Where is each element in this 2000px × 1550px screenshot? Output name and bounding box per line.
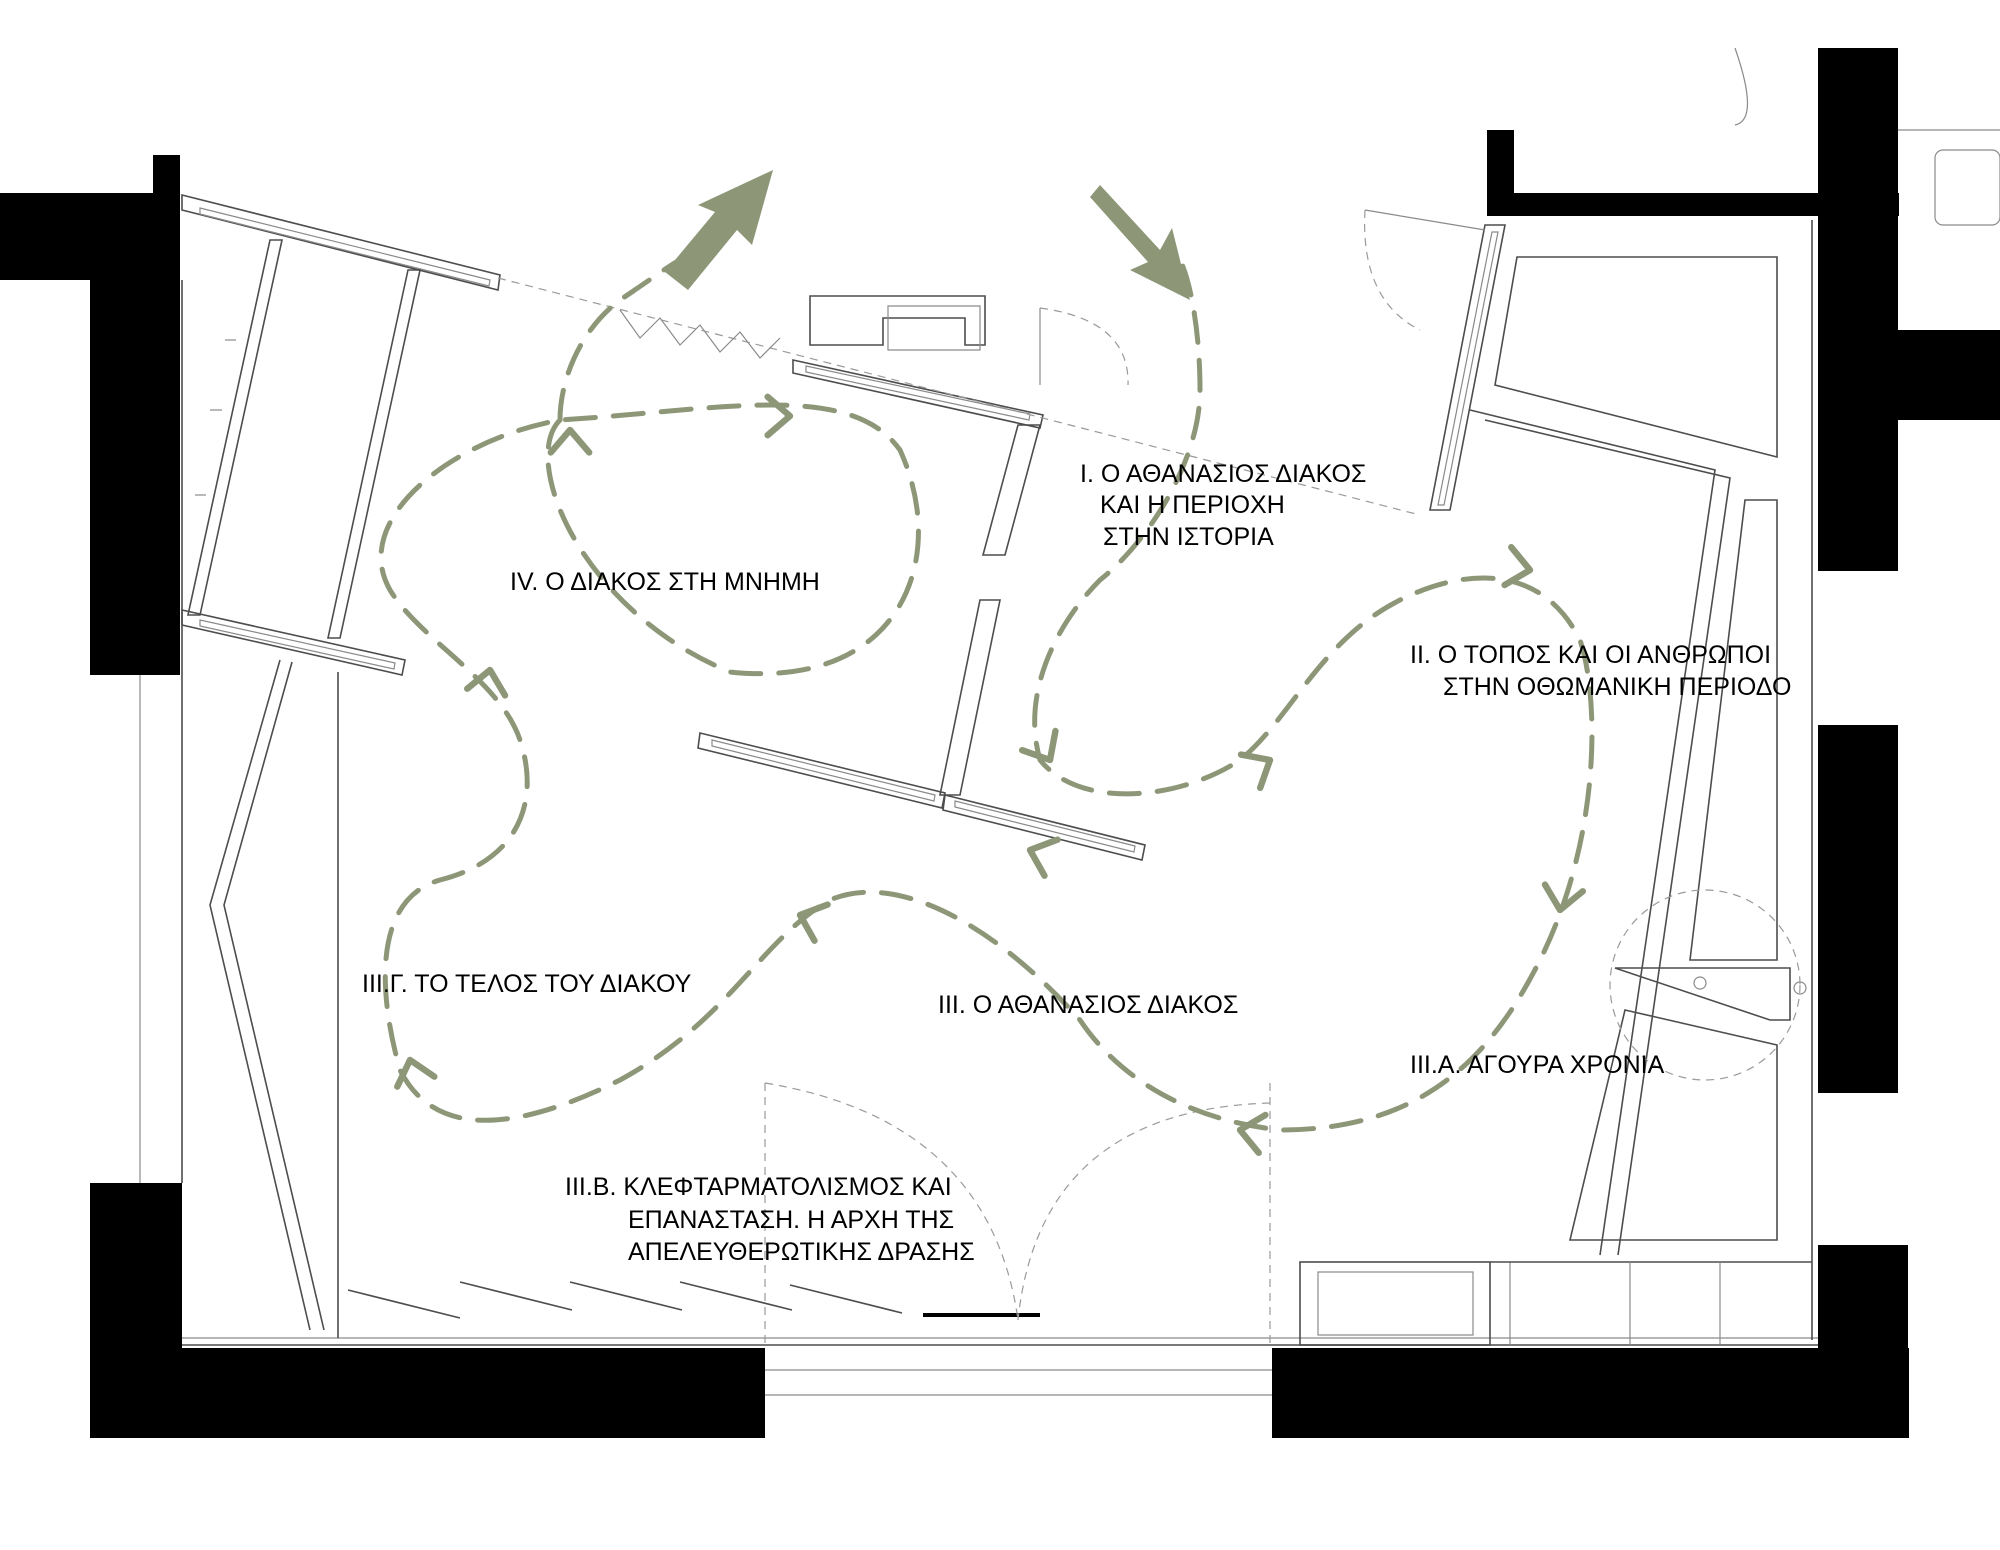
wall-right-middle (1818, 725, 1898, 1093)
door-swing-left (764, 1082, 1019, 1321)
wall-right-upper-step (1898, 330, 2000, 420)
label-section-4: ΙV. Ο ΔΙΑΚΟΣ ΣΤΗ ΜΝΗΜΗ (510, 568, 820, 596)
route-exit-branch (557, 257, 683, 423)
display-case-center-upper (792, 359, 1044, 429)
wall-right-upper (1818, 48, 1898, 571)
display-case-center-lower (697, 732, 946, 809)
direction-chevron-icon (394, 1056, 438, 1090)
direction-chevron-icon (1541, 881, 1586, 914)
cabinet-bottom-right (1299, 1261, 1491, 1346)
direction-chevron-icon (547, 426, 593, 456)
section-labels: Ι. Ο ΑΘΑΝΑΣΙΟΣ ΔΙΑΚΟΣ ΚΑΙ Η ΠΕΡΙΟΧΗ ΣΤΗΝ… (362, 460, 1791, 1266)
sawtooth-rail (619, 309, 781, 359)
bench-1 (347, 1289, 461, 1319)
wall-left-upper (90, 193, 180, 675)
entry-arrow-icon (1090, 185, 1190, 300)
label-section-3c: ΙΙΙ.Γ. ΤΟ ΤΕΛΟΣ ΤΟΥ ΔΙΑΚΟΥ (362, 970, 692, 998)
wall-bottom-right-strip (1272, 1348, 1909, 1438)
wall-right-lower (1818, 1245, 1908, 1438)
label-section-3: ΙΙΙ. Ο ΑΘΑΝΑΣΙΟΣ ΔΙΑΚΟΣ (938, 991, 1238, 1019)
direction-chevron-icon (1026, 836, 1061, 879)
direction-chevron-icon (1237, 751, 1274, 792)
label-section-2: ΙΙ. Ο ΤΟΠΟΣ ΚΑΙ ΟΙ ΑΝΘΡΩΠΟΙ ΣΤΗΝ ΟΘΩΜΑΝΙ… (1410, 641, 1791, 701)
direction-chevron-icon (1236, 1111, 1269, 1156)
exit-arrow-icon (665, 170, 773, 290)
label-section-3a: ΙΙΙ.Α. ΑΓΟΥΡΑ ΧΡΟΝΙΑ (1410, 1051, 1665, 1079)
display-case-top-small (809, 295, 986, 346)
structural-walls (0, 48, 2000, 1438)
direction-chevrons (394, 393, 1586, 1156)
display-panel-left (187, 239, 283, 616)
left-angled-wall (209, 659, 311, 1331)
direction-chevron-icon (764, 393, 794, 439)
display-case-top-left (181, 193, 501, 291)
route-loop-upper-left (378, 257, 1595, 1133)
visitor-route (378, 257, 1595, 1133)
wall-top-right-beam (1487, 193, 1899, 216)
interior-lines (139, 47, 2000, 1396)
direction-chevron-icon (464, 666, 509, 699)
label-section-3b: ΙΙΙ.Β. ΚΛΕΦΤΑΡΜΑΤΟΛΙΣΜΟΣ ΚΑΙ ΕΠΑΝΑΣΤΑΣΗ.… (565, 1173, 975, 1266)
wall-bottom-left-strip (90, 1348, 765, 1438)
direction-chevron-icon (1501, 544, 1534, 589)
label-section-1: Ι. Ο ΑΘΑΝΑΣΙΟΣ ΔΙΑΚΟΣ ΚΑΙ Η ΠΕΡΙΟΧΗ ΣΤΗΝ… (1080, 460, 1373, 551)
display-case-right-upper (1429, 224, 1506, 511)
door-swing-right (1017, 1102, 1271, 1321)
right-room-upper (1494, 256, 1778, 459)
right-room-sink (1614, 967, 1791, 1021)
direction-chevron-icon (1018, 727, 1059, 764)
wall-top-right-column (1487, 130, 1514, 216)
display-case-mid-left (181, 609, 406, 676)
direction-chevron-icon (796, 901, 831, 944)
